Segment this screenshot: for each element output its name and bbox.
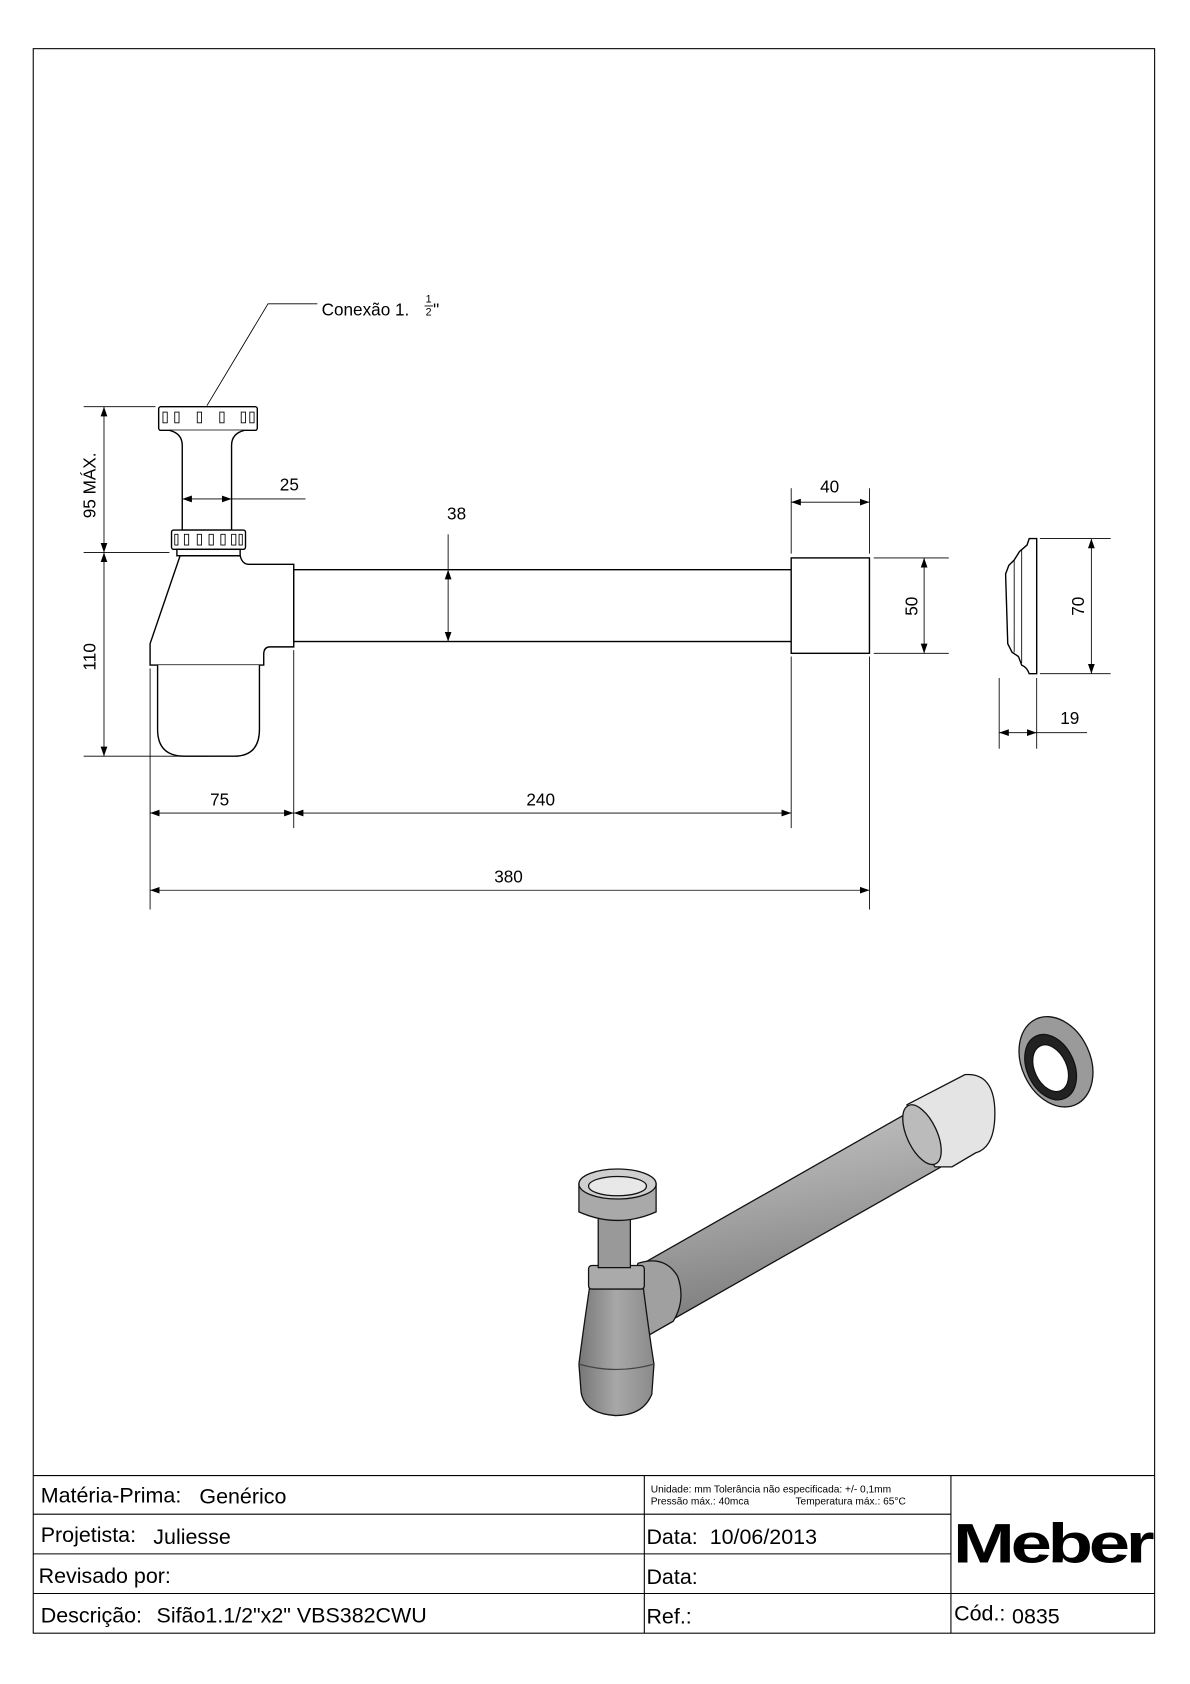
dim-flange-diameter: 70	[1068, 597, 1088, 616]
flange-side-view: 70 19	[998, 537, 1111, 749]
description-value: Sifão1.1/2"x2" VBS382CWU	[157, 1603, 427, 1627]
notes-line1: Unidade: mm Tolerância não especificada:…	[651, 1485, 891, 1496]
description-label: Descrição:	[41, 1603, 142, 1627]
callout-suffix: "	[433, 300, 439, 320]
sheet-border	[32, 48, 1156, 1634]
callout-leader	[206, 303, 318, 406]
isometric-render	[578, 1015, 1094, 1417]
dim-tube-diameter: 38	[447, 503, 466, 523]
designer-value: Juliesse	[153, 1525, 230, 1549]
dim-height-body: 110	[79, 643, 99, 670]
dim-cap-length: 40	[820, 477, 839, 497]
review-date-label: Data:	[646, 1565, 697, 1589]
dim-cap-diameter: 50	[902, 597, 922, 616]
reviewed-label: Revisado por:	[39, 1564, 171, 1588]
lower-nut	[170, 529, 247, 551]
callout-fraction-den: 2	[426, 307, 432, 319]
front-view: Conexão 1. 1 2 " 25	[79, 294, 949, 910]
ref-label: Ref.:	[646, 1605, 691, 1629]
top-nut	[157, 406, 258, 432]
callout-label: Conexão 1.	[322, 300, 410, 320]
date-label: Data:	[646, 1525, 697, 1549]
dim-neck-diameter: 25	[280, 474, 299, 494]
designer-label: Projetista:	[41, 1523, 136, 1547]
meber-logo: Meber	[953, 1512, 1154, 1574]
dim-flange-width: 19	[1060, 708, 1079, 728]
outlet-tube	[293, 568, 792, 643]
title-block: Matéria-Prima: Genérico Unidade: mm Tole…	[33, 1475, 1157, 1634]
notes-line2a: Pressão máx.: 40mca	[651, 1497, 750, 1508]
material-label: Matéria-Prima:	[41, 1483, 182, 1507]
dim-overall-length: 380	[494, 867, 523, 887]
trap-body	[149, 555, 295, 666]
code-value: 0835	[1012, 1605, 1060, 1629]
material-value: Genérico	[199, 1484, 286, 1508]
trap-cup	[156, 665, 261, 757]
code-label: Cód.:	[954, 1601, 1005, 1625]
end-cap	[790, 557, 871, 655]
dim-height-top: 95 MÁX.	[79, 452, 99, 518]
callout-fraction-num: 1	[426, 294, 432, 306]
date-value: 10/06/2013	[710, 1525, 817, 1549]
neck	[169, 429, 245, 531]
dim-tube-length: 240	[526, 790, 555, 810]
notes-line2b: Temperatura máx.: 65°C	[795, 1497, 905, 1508]
dim-body-width: 75	[210, 790, 229, 810]
